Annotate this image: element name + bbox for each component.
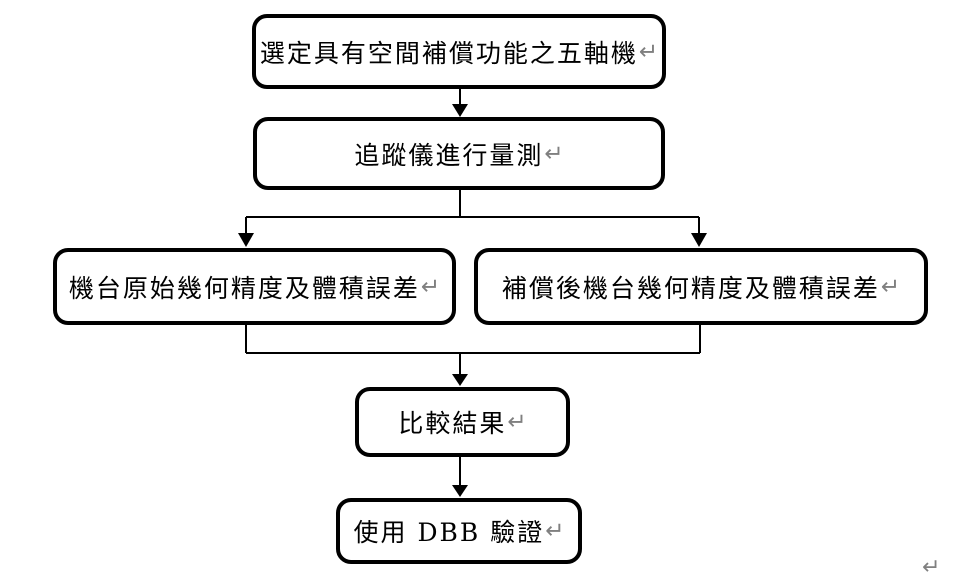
edge-merge-to-compare <box>245 325 701 386</box>
node-tracker-measurement: 追蹤儀進行量測↵ <box>253 117 665 190</box>
page-paragraph-return-icon: ↵ <box>922 555 941 573</box>
node-select-five-axis-machine: 選定具有空間補償功能之五軸機↵ <box>252 14 666 89</box>
edge-tracker-branch <box>238 190 707 247</box>
node-label: 使用 DBB 驗證 <box>353 518 545 547</box>
node-compare-results: 比較結果↵ <box>355 387 570 457</box>
node-compensated-geometric-accuracy: 補償後機台幾何精度及體積誤差↵ <box>474 248 928 325</box>
paragraph-return-icon: ↵ <box>545 518 565 544</box>
node-label: 機台原始幾何精度及體積誤差 <box>68 273 420 303</box>
paragraph-return-icon: ↵ <box>638 38 659 65</box>
node-original-geometric-accuracy: 機台原始幾何精度及體積誤差↵ <box>53 248 456 325</box>
node-dbb-verification: 使用 DBB 驗證↵ <box>336 498 582 564</box>
paragraph-return-icon: ↵ <box>420 273 441 300</box>
node-label: 補償後機台幾何精度及體積誤差 <box>501 273 880 303</box>
edge-select-to-tracker <box>452 89 468 117</box>
node-label: 比較結果 <box>398 409 507 438</box>
paragraph-return-icon: ↵ <box>544 140 564 167</box>
edge-compare-to-dbb <box>452 457 468 497</box>
paragraph-return-icon: ↵ <box>507 409 527 435</box>
node-label: 選定具有空間補償功能之五軸機 <box>259 38 638 68</box>
paragraph-return-icon: ↵ <box>880 273 901 300</box>
node-label: 追蹤儀進行量測 <box>354 140 544 170</box>
